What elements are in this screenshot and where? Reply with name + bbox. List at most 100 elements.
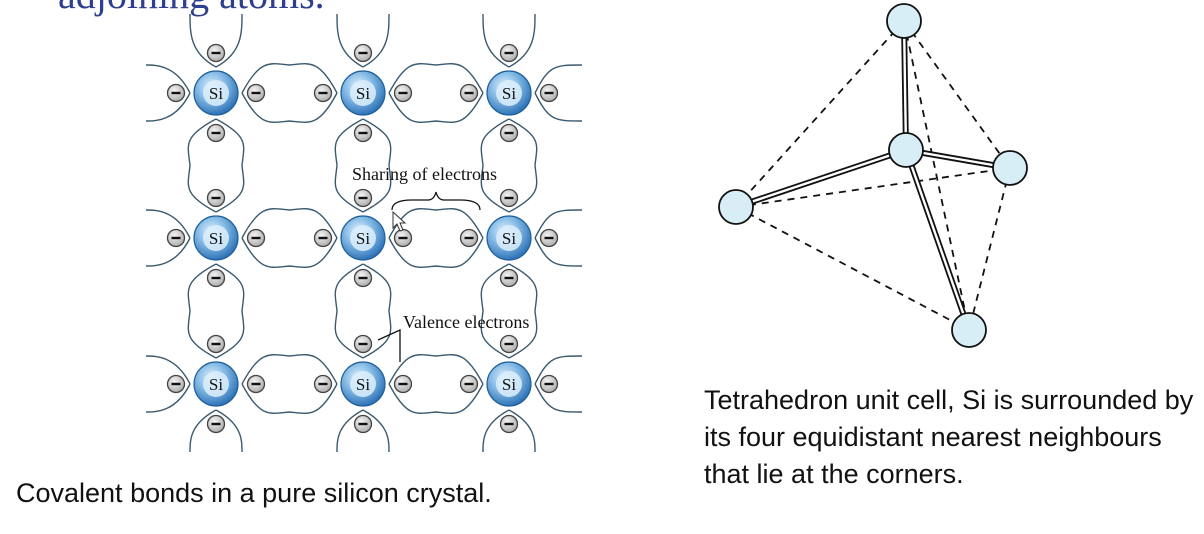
electron-icon [459, 374, 479, 394]
electron-icon [539, 228, 559, 248]
electron-icon [499, 414, 519, 434]
bond-orbit [241, 63, 338, 94]
electron-icon [313, 374, 333, 394]
electron-icon [393, 374, 413, 394]
lattice-caption: Covalent bonds in a pure silicon crystal… [16, 478, 492, 508]
bond-orbit [508, 13, 536, 68]
tetra-nodes [718, 3, 1028, 348]
bond-orbit [336, 13, 364, 68]
tetra-edges [735, 20, 1011, 331]
si-atom-label: Si [502, 375, 516, 394]
bond-orbit [534, 64, 583, 94]
si-atom: Si [340, 70, 386, 116]
bond-orbit [362, 13, 390, 68]
bond-orbit [241, 383, 338, 414]
electron-icon [353, 43, 373, 63]
si-atom: Si [193, 215, 239, 261]
bond-orbit [187, 263, 217, 359]
bond-orbit [189, 409, 217, 453]
bond-orbit [480, 118, 510, 213]
electron-icon [499, 188, 519, 208]
sharing-brace [391, 191, 481, 211]
electron-icon [393, 228, 413, 248]
si-atom-label: Si [502, 229, 516, 248]
si-atom: Si [193, 70, 239, 116]
si-atom-label: Si [209, 229, 223, 248]
bond-orbit [534, 92, 583, 122]
bond-orbit [334, 263, 364, 359]
electron-icon [246, 228, 266, 248]
bond-orbit [215, 409, 243, 453]
electron-icon [206, 268, 226, 288]
electron-icon [246, 374, 266, 394]
bond-orbit [241, 237, 338, 268]
electron-icon [353, 334, 373, 354]
electron-icon [353, 123, 373, 143]
tetrahedron-caption: Tetrahedron unit cell, Si is surrounded … [704, 385, 1194, 489]
tetra-edge [968, 167, 1011, 331]
si-atom: Si [486, 361, 532, 407]
electron-icon [499, 268, 519, 288]
si-atom-label: Si [209, 375, 223, 394]
tetra-left-node [718, 189, 754, 225]
bond-orbit [145, 209, 191, 239]
electron-icon [499, 43, 519, 63]
bond-orbit [145, 383, 191, 413]
tetra-right-node [992, 150, 1028, 186]
bond-orbit [482, 409, 510, 453]
tetra-bottom-node [951, 312, 987, 348]
tetra-bond [904, 149, 971, 331]
sharing-label: Sharing of electrons [352, 164, 497, 184]
electron-icon [353, 268, 373, 288]
bond-orbit [508, 118, 538, 213]
tetra-edge [903, 20, 970, 331]
tetra-bond [902, 20, 908, 151]
tetra-top-node [886, 3, 922, 39]
electron-icon [393, 83, 413, 103]
tetra-center-si-node [888, 132, 924, 168]
bond-orbit [145, 92, 191, 122]
electron-icon [459, 228, 479, 248]
tetrahedron-diagram [718, 3, 1028, 348]
bond-orbit [388, 354, 484, 385]
electron-icon [539, 83, 559, 103]
si-atom: Si [193, 361, 239, 407]
electron-icon [246, 83, 266, 103]
bond-orbit [336, 409, 364, 453]
si-atom-label: Si [502, 84, 516, 103]
si-atom-label: Si [209, 84, 223, 103]
electron-icon [539, 374, 559, 394]
bond-orbit [388, 237, 484, 268]
tetra-bonds [735, 20, 1011, 331]
bond-orbit [145, 355, 191, 385]
bond-orbit [388, 63, 484, 94]
bond-orbit [482, 13, 510, 68]
electron-icon [499, 123, 519, 143]
bond-orbit [534, 355, 583, 385]
bond-orbit [241, 208, 338, 239]
bond-orbit [334, 118, 364, 213]
bond-orbit [508, 263, 538, 359]
electron-icon [459, 83, 479, 103]
electron-icon [206, 123, 226, 143]
bond-orbit [480, 263, 510, 359]
electron-icon [353, 188, 373, 208]
bond-orbit [362, 409, 390, 453]
electron-icon [313, 83, 333, 103]
bond-orbit [241, 92, 338, 123]
electron-icon [206, 188, 226, 208]
tetra-edge [735, 206, 970, 331]
bond-orbit [362, 263, 392, 359]
bond-orbit [215, 118, 245, 213]
electron-icon [166, 83, 186, 103]
si-atom: Si [340, 215, 386, 261]
bond-orbit [388, 92, 484, 123]
tetra-edge [735, 20, 905, 208]
bond-orbit [241, 354, 338, 385]
bond-orbit [534, 237, 583, 267]
tetra-bond [735, 148, 907, 209]
bond-orbit [215, 13, 243, 68]
